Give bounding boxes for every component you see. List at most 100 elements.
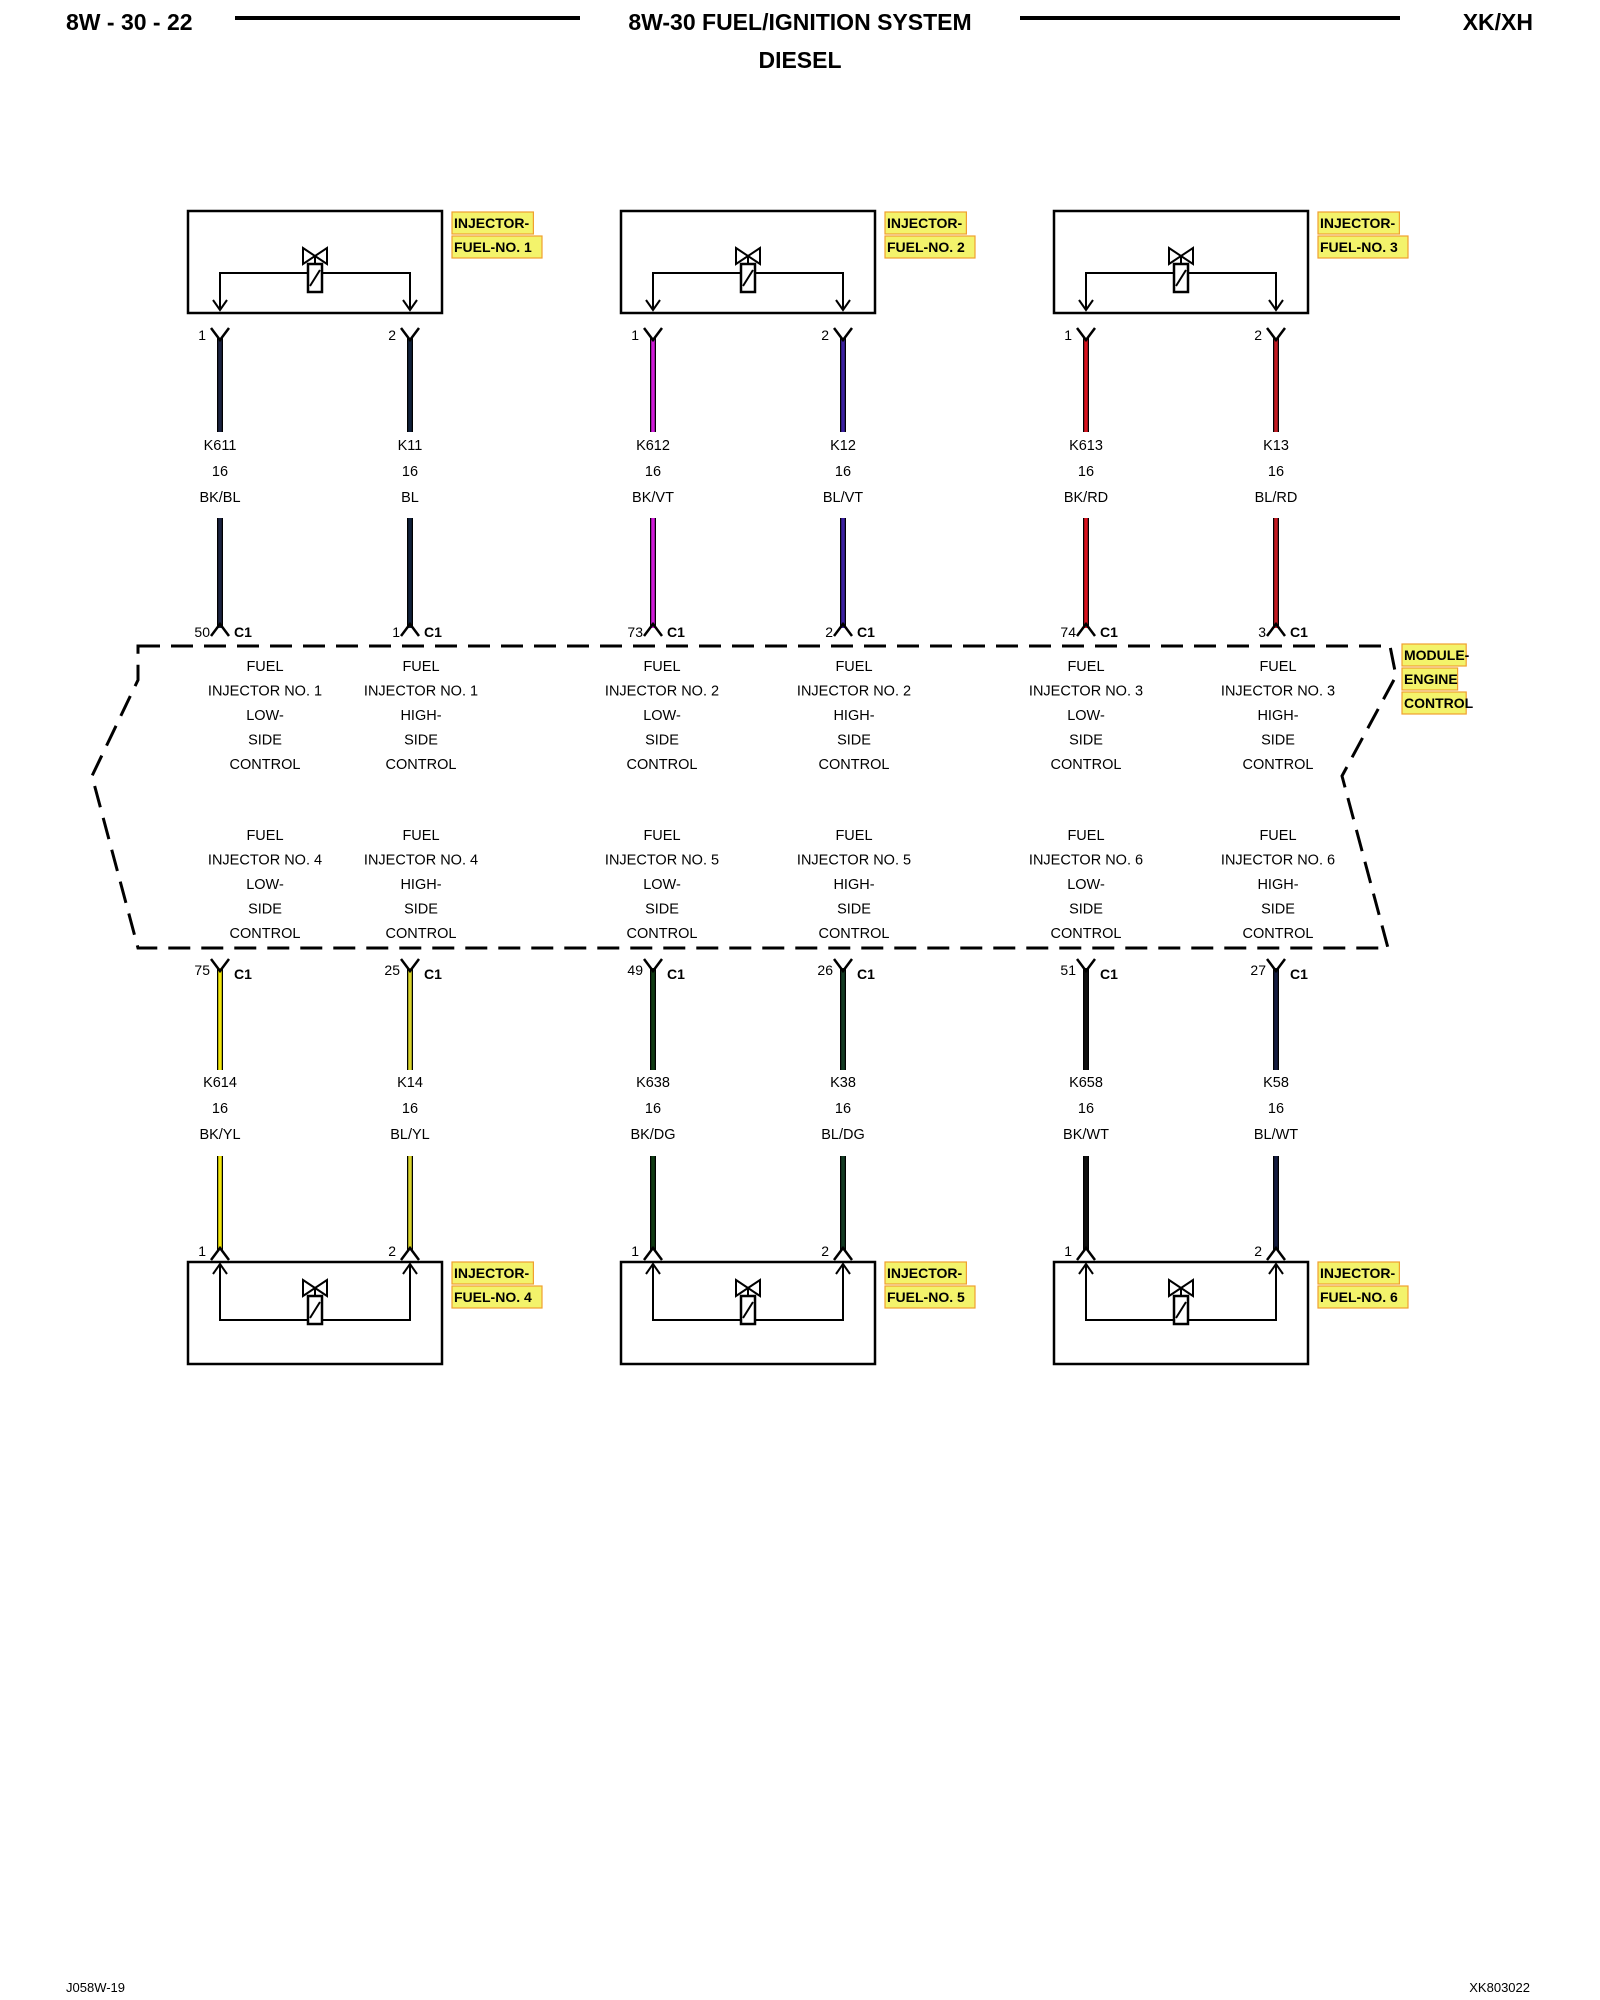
wire-gauge: 16 [1268, 464, 1284, 480]
injector-label: INJECTOR-FUEL-NO. 6 [1317, 1261, 1409, 1309]
function-text: HIGH- [400, 708, 441, 724]
circuit-id: K638 [636, 1075, 670, 1091]
function-text: FUEL [402, 828, 439, 844]
injector-pin-number: 2 [388, 1243, 396, 1259]
function-text: HIGH- [833, 877, 874, 893]
function-text: LOW- [1067, 877, 1105, 893]
connector-id: C1 [857, 624, 875, 640]
pcm-pin-number: 73 [627, 624, 643, 640]
connector-fork-icon [1076, 958, 1096, 974]
function-text: INJECTOR NO. 6 [1029, 853, 1143, 869]
label-highlight [1317, 1261, 1401, 1285]
function-text: FUEL [1259, 828, 1296, 844]
function-text: CONTROL [627, 757, 698, 773]
page-title: 8W-30 FUEL/IGNITION SYSTEM [628, 9, 971, 35]
wire-color-code: BK/VT [632, 490, 674, 506]
function-text: CONTROL [1243, 757, 1314, 773]
page-code: 8W - 30 - 22 [66, 9, 193, 35]
function-text: CONTROL [1051, 757, 1122, 773]
injector-pin-number: 2 [388, 327, 396, 343]
wire-color-code: BK/WT [1063, 1127, 1109, 1143]
function-text: INJECTOR NO. 2 [797, 684, 911, 700]
function-text: SIDE [1069, 902, 1103, 918]
function-text: INJECTOR NO. 3 [1029, 684, 1143, 700]
function-text: INJECTOR NO. 3 [1221, 684, 1335, 700]
label-line: INJECTOR- [887, 1265, 963, 1281]
pcm-pin-number: 49 [627, 962, 643, 978]
function-text: SIDE [645, 902, 679, 918]
wire-color-code: BL [401, 490, 419, 506]
injector-box [186, 1260, 444, 1366]
injector-pin-number: 2 [1254, 1243, 1262, 1259]
function-text: FUEL [402, 659, 439, 675]
injector-pin-number: 2 [821, 327, 829, 343]
injector-label: INJECTOR- FUEL-NO. 4 [451, 1261, 543, 1309]
function-text: INJECTOR NO. 1 [208, 684, 322, 700]
wire-gauge: 16 [1078, 464, 1094, 480]
injector-box [619, 1260, 877, 1366]
function-text: FUEL [1067, 659, 1104, 675]
wire-gauge: 16 [1268, 1101, 1284, 1117]
injector-box [186, 209, 444, 315]
function-text: CONTROL [230, 757, 301, 773]
function-text: LOW- [1067, 708, 1105, 724]
wire-gauge: 16 [402, 1101, 418, 1117]
connector-fork-icon [400, 958, 420, 974]
circuit-id: K612 [636, 438, 670, 454]
label-line: FUEL-NO. 4 [454, 1289, 532, 1305]
label-line: INJECTOR- [454, 1265, 530, 1281]
circuit-id: K58 [1263, 1075, 1289, 1091]
function-text: INJECTOR NO. 5 [605, 853, 719, 869]
connector-id: C1 [1100, 966, 1118, 982]
connector-id: C1 [1100, 624, 1118, 640]
connector-fork-icon [643, 327, 663, 343]
label-highlight [1401, 691, 1467, 715]
injector-pin-number: 1 [1064, 327, 1072, 343]
function-text: SIDE [404, 902, 438, 918]
function-text: INJECTOR NO. 4 [208, 853, 322, 869]
connector-fork-icon [833, 327, 853, 343]
injector-pin-number: 1 [1064, 1243, 1072, 1259]
connector-id: C1 [234, 966, 252, 982]
wire-color-code: BL/DG [821, 1127, 865, 1143]
label-highlight [451, 1261, 535, 1285]
page-subtitle: DIESEL [758, 47, 841, 73]
connector-fork-icon [1266, 621, 1286, 637]
pcm-pin-number: 50 [194, 624, 210, 640]
function-text: HIGH- [1257, 708, 1298, 724]
pcm-pin-number: 74 [1060, 624, 1076, 640]
label-highlight [1317, 211, 1401, 235]
function-text: HIGH- [833, 708, 874, 724]
connector-fork-icon [400, 327, 420, 343]
label-line: ENGINE [1404, 671, 1458, 687]
circuit-id: K614 [203, 1075, 237, 1091]
wire-gauge: 16 [1078, 1101, 1094, 1117]
function-text: SIDE [837, 733, 871, 749]
connector-id: C1 [424, 624, 442, 640]
pcm-pin-number: 25 [384, 962, 400, 978]
injector-pin-number: 1 [631, 1243, 639, 1259]
footer-left-code: J058W-19 [66, 1980, 125, 1995]
solenoid-valve-icon [735, 246, 761, 294]
label-line: INJECTOR- [1320, 215, 1396, 231]
label-line: INJECTOR- [1320, 1265, 1396, 1281]
connector-id: C1 [857, 966, 875, 982]
wire-gauge: 16 [835, 464, 851, 480]
pcm-pin-number: 2 [825, 624, 833, 640]
wire-color-code: BL/RD [1255, 490, 1298, 506]
label-highlight [451, 1285, 543, 1309]
